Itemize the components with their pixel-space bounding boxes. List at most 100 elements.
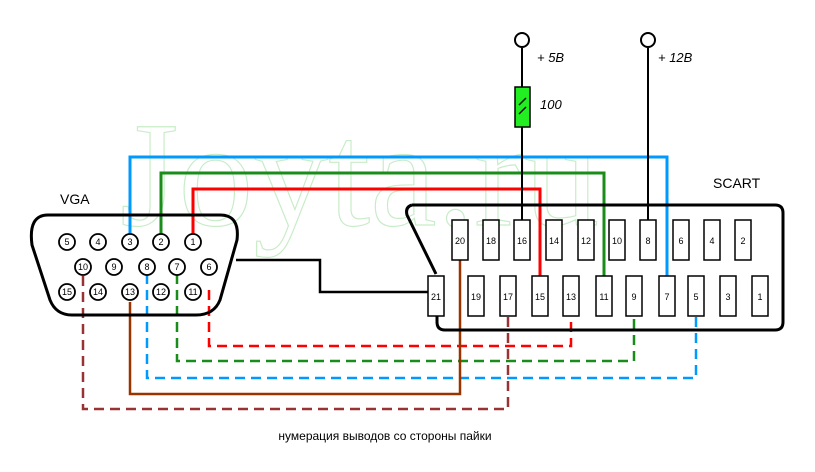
scart-pin-number: 6	[678, 236, 683, 246]
wire-vga8-scart5-blue-dashed	[145, 274, 698, 380]
wire-vga13-scart20-brown	[128, 258, 462, 396]
scart-pin-box	[639, 219, 657, 261]
vga-pin-number: 14	[93, 287, 103, 297]
scart-pin-number: 15	[535, 292, 545, 302]
scart-pin-box	[734, 219, 752, 261]
vga-connector-body	[29, 213, 239, 317]
scart-pin-7: 7	[658, 275, 676, 317]
vga-pin-number: 1	[190, 237, 195, 247]
vga-pin-number: 8	[144, 262, 149, 272]
scart-pin-1: 1	[751, 275, 769, 317]
scart-pin-box	[672, 219, 690, 261]
scart-pin-8: 8	[639, 219, 657, 261]
vga-pin-circle	[121, 233, 139, 251]
vga-pin-number: 11	[188, 287, 197, 297]
scart-pin-2: 2	[734, 219, 752, 261]
vga-pin-number: 4	[95, 237, 100, 247]
resistor-mark-1	[518, 97, 527, 106]
scart-pin-number: 14	[549, 236, 559, 246]
scart-pin-number: 20	[455, 236, 465, 246]
scart-pin-box	[427, 275, 445, 317]
vga-pin-7: 7	[168, 258, 186, 276]
wire-vga7-scart9-green-dashed	[175, 274, 636, 363]
vga-pin-number: 12	[156, 287, 166, 297]
scart-pin-4: 4	[703, 219, 721, 261]
scart-pin-number: 21	[431, 292, 441, 302]
vga-pin-number: 9	[111, 262, 116, 272]
vga-pin-15: 15	[58, 283, 76, 301]
vga-pin-circle	[58, 233, 76, 251]
vga-pin-circle	[74, 258, 92, 276]
scart-pin-number: 3	[725, 292, 730, 302]
vga-pin-circle	[89, 233, 107, 251]
scart-pin-box	[451, 219, 469, 261]
wire-vga10-scart17-darkred-dashed	[81, 276, 510, 411]
scart-pin-box	[482, 219, 500, 261]
scart-pin-box	[513, 219, 531, 261]
scart-pin-14: 14	[545, 219, 563, 261]
vga-pin-circle	[168, 258, 186, 276]
vga-pin-circle	[105, 258, 123, 276]
scart-pin-11: 11	[595, 275, 613, 317]
scart-pin-number: 1	[757, 292, 762, 302]
vga-pin-circle	[89, 283, 107, 301]
vga-pin-13: 13	[121, 283, 139, 301]
scart-label: SCART	[713, 175, 761, 191]
scart-pin-number: 4	[709, 236, 714, 246]
scart-pin-number: 18	[486, 236, 496, 246]
vga-pin-number: 6	[206, 262, 211, 272]
scart-pin-box	[531, 275, 549, 317]
scart-pin-number: 7	[664, 292, 669, 302]
scart-pin-20: 20	[451, 219, 469, 261]
scart-pin-box	[658, 275, 676, 317]
vga-pin-3: 3	[121, 233, 139, 251]
vga-pin-1: 1	[184, 233, 202, 251]
scart-pin-box	[719, 275, 737, 317]
vga-pin-12: 12	[152, 283, 170, 301]
scart-pin-box	[687, 275, 705, 317]
scart-pin-number: 9	[631, 292, 636, 302]
scart-pin-box	[595, 275, 613, 317]
scart-pin-12: 12	[577, 219, 595, 261]
wire-vga3-scart7-blue	[128, 155, 669, 276]
scart-pin-6: 6	[672, 219, 690, 261]
scart-pin-9: 9	[625, 275, 643, 317]
plus5-label: + 5В	[537, 50, 564, 65]
vga-pin-circle	[184, 283, 202, 301]
vga-pin-number: 2	[158, 237, 163, 247]
vga-pin-circle	[200, 258, 218, 276]
vga-pin-circle	[152, 283, 170, 301]
scart-pin-10: 10	[608, 219, 626, 261]
resistor-value: 100	[540, 97, 562, 112]
scart-pin-box	[608, 219, 626, 261]
vga-pin-number: 13	[125, 287, 135, 297]
vga-pin-number: 10	[78, 262, 88, 272]
scart-pin-13: 13	[562, 275, 580, 317]
vga-pin-circle	[121, 283, 139, 301]
scart-pin-15: 15	[531, 275, 549, 317]
scart-pin-21: 21	[427, 275, 445, 317]
scart-pin-box	[703, 219, 721, 261]
vga-pin-number: 7	[174, 262, 179, 272]
plus12-label: + 12В	[658, 50, 693, 65]
vga-pin-14: 14	[89, 283, 107, 301]
vga-pin-5: 5	[58, 233, 76, 251]
vga-pin-11: 11	[184, 283, 202, 301]
scart-pin-box	[545, 219, 563, 261]
resistor-mark-2	[518, 106, 527, 115]
vga-pin-circle	[184, 233, 202, 251]
vga-pin-9: 9	[105, 258, 123, 276]
scart-pin-number: 2	[740, 236, 745, 246]
vga-pin-4: 4	[89, 233, 107, 251]
scart-pin-number: 13	[566, 292, 576, 302]
scart-pin-number: 11	[599, 292, 608, 302]
vga-pin-6: 6	[200, 258, 218, 276]
caption: нумерация выводов со стороны пайки	[278, 429, 491, 443]
scart-pin-number: 8	[645, 236, 650, 246]
vga-pin-8: 8	[138, 258, 156, 276]
vga-pin-2: 2	[152, 233, 170, 251]
vga-pin-10: 10	[74, 258, 92, 276]
vga-pin-number: 3	[127, 237, 132, 247]
resistor	[514, 86, 531, 128]
